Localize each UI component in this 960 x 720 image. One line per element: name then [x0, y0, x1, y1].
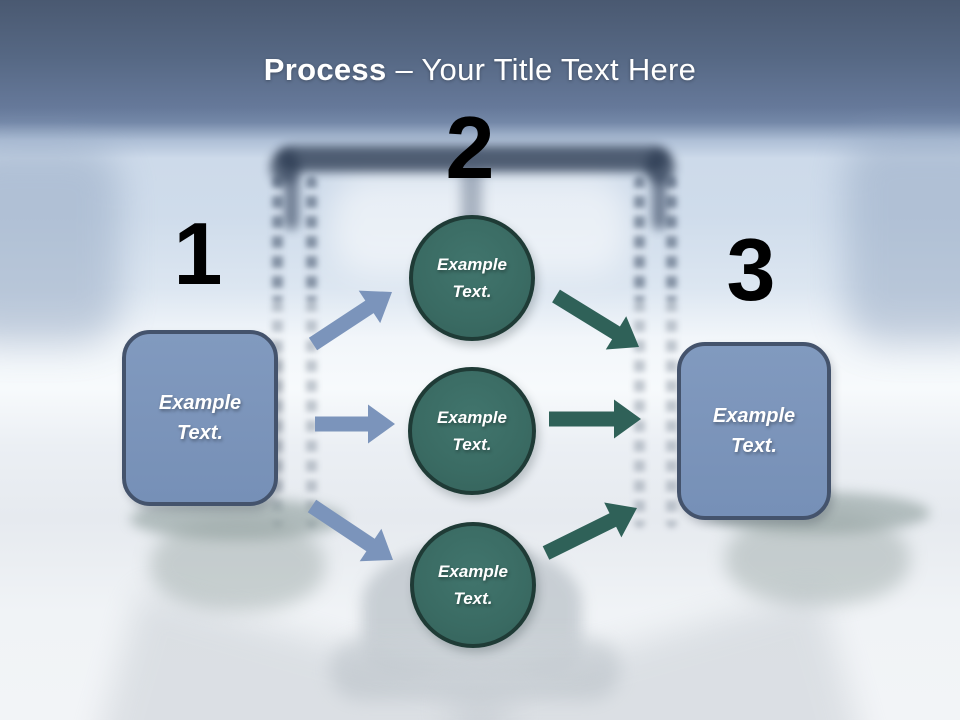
- right-text-box[interactable]: Example Text.: [677, 342, 831, 520]
- process-arrow-left-to-top: [308, 290, 392, 351]
- bookshelf-blur-left: [0, 145, 120, 345]
- process-arrow-middle-to-right: [549, 399, 641, 439]
- left-text-box-label: Example Text.: [158, 392, 242, 444]
- process-arrow-bottom-to-right: [542, 502, 637, 560]
- circle-bottom-label: Example Text.: [438, 562, 508, 608]
- chain-blur: [272, 176, 283, 302]
- circle-step-middle[interactable]: Example Text.: [408, 367, 536, 495]
- scale-bowl-left-blur: [150, 516, 325, 611]
- circle-step-top[interactable]: Example Text.: [409, 215, 535, 341]
- slide-title-emphasis: Process: [263, 52, 387, 87]
- step-number-3: 3: [726, 220, 776, 319]
- circle-step-bottom[interactable]: Example Text.: [410, 522, 536, 648]
- scales-beam-end-right: [645, 150, 675, 184]
- circle-top-label: Example Text.: [437, 255, 507, 301]
- chain-blur: [306, 176, 317, 302]
- right-text-box-label: Example Text.: [712, 405, 796, 457]
- process-arrow-top-to-right: [552, 289, 639, 350]
- chain-blur: [634, 300, 645, 528]
- chain-blur: [634, 176, 645, 302]
- bookshelf-blur-right: [845, 135, 960, 345]
- chain-blur: [666, 176, 677, 302]
- scales-hook-left: [284, 172, 299, 230]
- process-arrow-left-to-bottom: [307, 499, 393, 562]
- step-number-2: 2: [445, 98, 495, 197]
- scales-beam-end-left: [270, 150, 300, 184]
- scales-hook-right: [652, 172, 667, 230]
- process-arrow-left-to-middle: [315, 404, 395, 444]
- scale-bowl-right-blur: [725, 510, 910, 605]
- chain-blur: [306, 300, 317, 528]
- circle-middle-label: Example Text.: [437, 408, 507, 454]
- slide-title[interactable]: Process– Your Title Text Here: [0, 52, 960, 88]
- chain-blur: [666, 300, 677, 528]
- slide-title-rest: – Your Title Text Here: [395, 52, 697, 87]
- step-number-1: 1: [173, 204, 223, 303]
- left-text-box[interactable]: Example Text.: [122, 330, 278, 506]
